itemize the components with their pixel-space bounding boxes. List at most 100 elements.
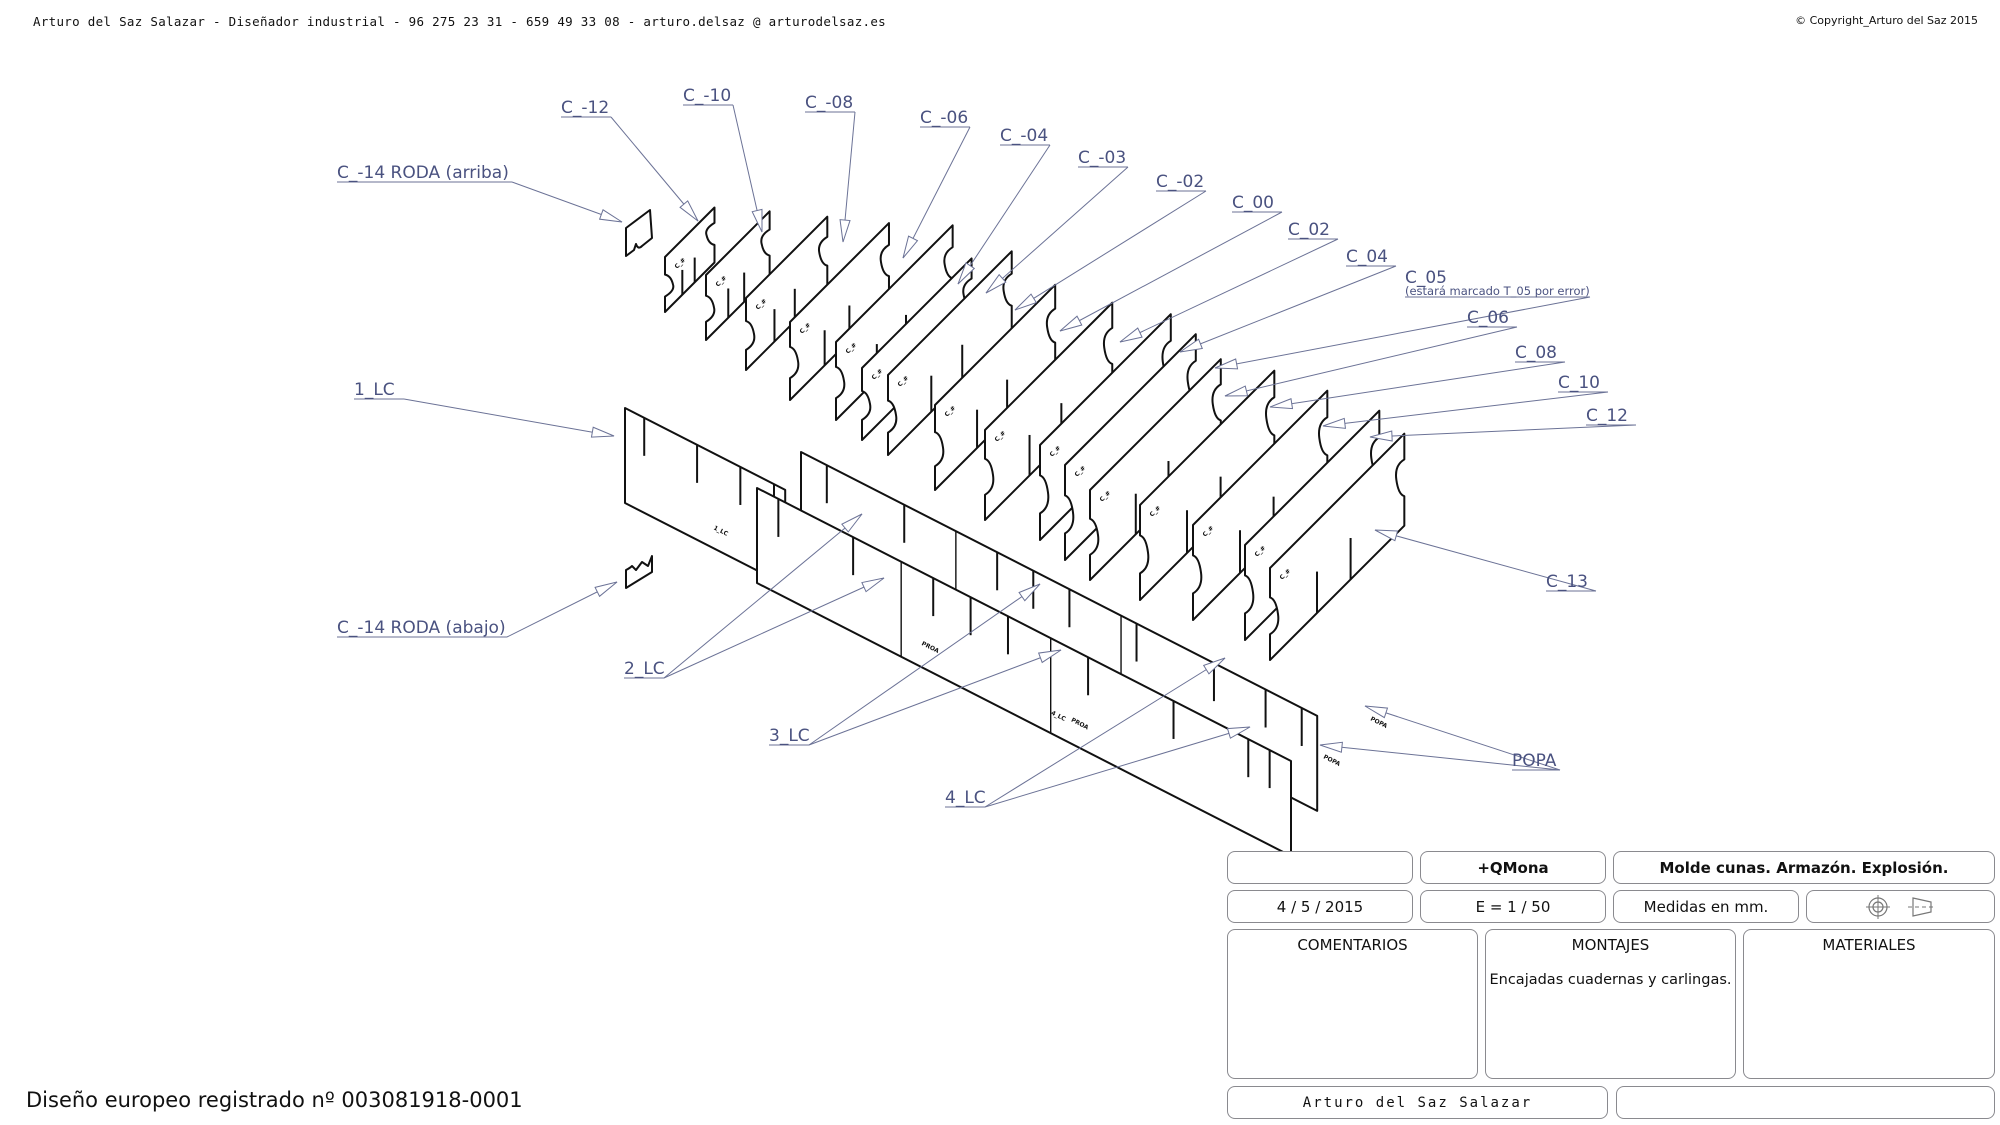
copyright-notice: © Copyright_Arturo del Saz 2015 — [1795, 14, 1978, 27]
label-c-05: C_05 — [1405, 268, 1447, 288]
label-c-10: C_10 — [1558, 373, 1600, 393]
contact-line: Arturo del Saz Salazar - Diseñador indus… — [33, 14, 886, 29]
leader-line — [663, 513, 863, 679]
arrowhead-icon — [1374, 529, 1399, 542]
arrowhead-icon — [1202, 657, 1226, 675]
signature-cell — [1616, 1086, 1995, 1119]
arrowhead-icon — [1179, 338, 1203, 353]
label-c-m06: C_-06 — [920, 108, 968, 128]
drawing-title: Molde cunas. Armazón. Explosión. — [1659, 858, 1949, 877]
roda-arriba-outline — [625, 209, 653, 257]
comentarios-section: COMENTARIOS — [1227, 929, 1478, 1079]
comentarios-title: COMENTARIOS — [1297, 936, 1408, 954]
leader-line — [1059, 211, 1283, 332]
arrowhead-icon — [1369, 430, 1393, 442]
leader-line — [610, 116, 699, 222]
leader-c-m02 — [1014, 190, 1207, 311]
arrowhead-icon — [1214, 358, 1239, 370]
frame-outline — [664, 206, 716, 313]
label-4-lc: 4_LC — [945, 788, 986, 808]
leader-c-m08 — [805, 111, 856, 243]
arrowhead-icon — [1224, 385, 1249, 397]
label-2-lc: 2_LC — [624, 659, 665, 679]
popa-mark: POPA — [1369, 716, 1389, 731]
label-c-04: C_04 — [1346, 247, 1388, 267]
label-3-lc: 3_LC — [769, 726, 810, 746]
arrowhead-icon — [1269, 398, 1294, 410]
drawing-title-cell: Molde cunas. Armazón. Explosión. — [1613, 851, 1995, 884]
label-popa: POPA — [1512, 751, 1557, 771]
label-c-m12: C_-12 — [561, 98, 609, 118]
leader-c-m12 — [561, 116, 699, 222]
leader-line — [1014, 190, 1207, 311]
leader-c-02 — [1119, 238, 1339, 343]
leader-line — [403, 398, 615, 437]
arrowhead-icon — [1322, 417, 1347, 429]
arrowhead-icon — [590, 426, 615, 438]
label-c-m04: C_-04 — [1000, 126, 1048, 146]
label-c-12: C_12 — [1586, 406, 1628, 426]
label-c-m08: C_-08 — [805, 93, 853, 113]
leader-line — [1269, 361, 1566, 408]
frame-outline — [1269, 432, 1406, 661]
leader-line — [1364, 705, 1561, 771]
label-c-m14-arriba: C_-14 RODA (arriba) — [337, 163, 509, 183]
units-cell: Medidas en mm. — [1613, 890, 1799, 923]
arrowhead-icon — [1364, 705, 1389, 719]
leader-c-m14-abajo — [337, 581, 618, 638]
leader-line — [1119, 238, 1339, 343]
leader-line — [1374, 529, 1597, 592]
popa-mark: POPA — [1322, 754, 1342, 769]
arrowhead-icon — [1226, 726, 1251, 739]
drawing-scale: E = 1 / 50 — [1475, 897, 1551, 916]
label-c-08: C_08 — [1515, 343, 1557, 363]
date-cell: 4 / 5 / 2015 — [1227, 890, 1413, 923]
arrowhead-icon — [1319, 741, 1343, 753]
frame-c-13: C_# — [1269, 432, 1406, 661]
arrowhead-icon — [839, 219, 851, 243]
arrowhead-icon — [861, 577, 885, 593]
label-c-05-note: (estará marcado T_05 por error) — [1405, 284, 1590, 298]
arrowhead-icon — [957, 262, 976, 285]
leader-c-m03 — [985, 166, 1129, 294]
leader-c-06 — [1224, 326, 1518, 397]
leader-c-13 — [1374, 529, 1597, 592]
label-c-m03: C_-03 — [1078, 148, 1126, 168]
leader-line — [1319, 744, 1561, 771]
brand-cell: +QMona — [1420, 851, 1606, 884]
leader-c-12 — [1369, 424, 1637, 442]
leader-1-lc — [354, 398, 615, 438]
arrowhead-icon — [985, 273, 1007, 294]
projection-cell — [1806, 890, 1995, 923]
label-1-lc: 1_LC — [354, 380, 395, 400]
leader-line — [808, 583, 1041, 746]
arrowhead-icon — [598, 209, 623, 223]
frame-c-m10: C_# — [705, 210, 771, 341]
author-cell: Arturo del Saz Salazar — [1227, 1086, 1608, 1119]
arrowhead-icon — [1119, 327, 1143, 343]
scale-cell: E = 1 / 50 — [1420, 890, 1606, 923]
brand-name: +QMona — [1477, 858, 1549, 877]
arrowhead-icon — [841, 513, 863, 533]
label-c-02: C_02 — [1288, 220, 1330, 240]
roda-abajo-piece — [625, 555, 653, 589]
montajes-title: MONTAJES — [1571, 936, 1650, 954]
arrowhead-icon — [1018, 583, 1041, 602]
roda-arriba-piece — [625, 209, 653, 257]
label-c-13: C_13 — [1546, 572, 1588, 592]
arrowhead-icon — [751, 208, 763, 233]
montajes-section: MONTAJES Encajadas cuadernas y carlingas… — [1485, 929, 1736, 1079]
frame-c-m12: C_# — [664, 206, 716, 313]
leader-c-m06 — [902, 126, 971, 259]
leader-3-lc-b — [769, 649, 1062, 746]
drawing-units: Medidas en mm. — [1643, 897, 1769, 916]
leader-line — [1179, 265, 1397, 353]
first-angle-projection-icon — [1907, 896, 1936, 917]
leader-c-00 — [1059, 211, 1283, 332]
arrowhead-icon — [1014, 293, 1038, 311]
label-c-m14-abajo: C_-14 RODA (abajo) — [337, 618, 506, 638]
label-c-00: C_00 — [1232, 193, 1274, 213]
label-c-m02: C_-02 — [1156, 172, 1204, 192]
leader-line — [1322, 391, 1609, 427]
drawing-date: 4 / 5 / 2015 — [1276, 897, 1364, 916]
